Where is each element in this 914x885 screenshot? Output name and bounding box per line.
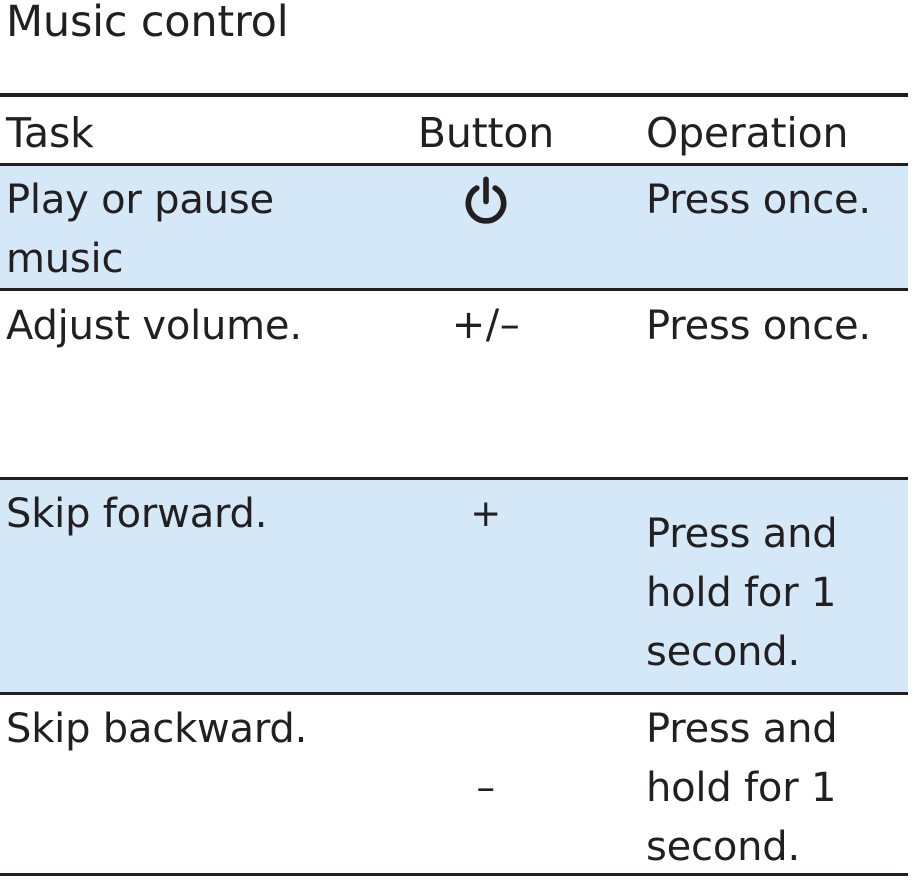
table-row-operation-1: Press once. (646, 303, 871, 349)
column-divider-task-button-6 (355, 873, 356, 876)
table-row-task-1: Adjust volume. (6, 303, 302, 349)
row-rule-2 (0, 477, 908, 480)
table-row-operation-0: Press once. (646, 177, 871, 223)
row-highlight-skip-forward (0, 480, 908, 693)
power-icon (463, 176, 509, 228)
table-row-button-3: – (476, 766, 496, 809)
table-row-operation-3: Press and hold for 1 second. (646, 706, 838, 870)
header-bottom-rule (0, 163, 908, 166)
page-title: Music control (6, 0, 289, 47)
table-row-operation-2: Press and hold for 1 second. (646, 511, 838, 675)
table-row-task-3: Skip backward. (6, 706, 308, 752)
column-divider-task-button-4 (355, 477, 356, 480)
column-divider-button-operation-2 (617, 163, 618, 166)
row-highlight-play-pause (0, 166, 908, 291)
table-row-button-0 (356, 171, 616, 229)
column-divider-button-operation (617, 93, 618, 97)
table-top-rule (0, 93, 908, 97)
table-row-task-2: Skip forward. (6, 491, 268, 537)
column-header-button: Button (417, 109, 555, 157)
table-row-button-2: + (470, 492, 502, 535)
column-header-operation: Operation (646, 109, 849, 157)
column-divider-button-operation-5 (617, 692, 618, 695)
column-divider-task-button-5 (355, 692, 356, 695)
column-divider-task-button-3 (355, 288, 356, 291)
column-header-task: Task (6, 109, 94, 157)
table-bottom-rule (0, 873, 908, 876)
column-divider-button-operation-3 (617, 288, 618, 291)
column-divider-task-button (355, 93, 356, 97)
table-row-button-1: +/– (451, 302, 521, 348)
column-divider-task-button-2 (355, 163, 356, 166)
column-divider-button-operation-6 (617, 873, 618, 876)
row-rule-3 (0, 692, 908, 695)
table-row-task-0: Play or pause music (6, 177, 274, 282)
column-divider-button-operation-4 (617, 477, 618, 480)
row-rule-1 (0, 288, 908, 291)
